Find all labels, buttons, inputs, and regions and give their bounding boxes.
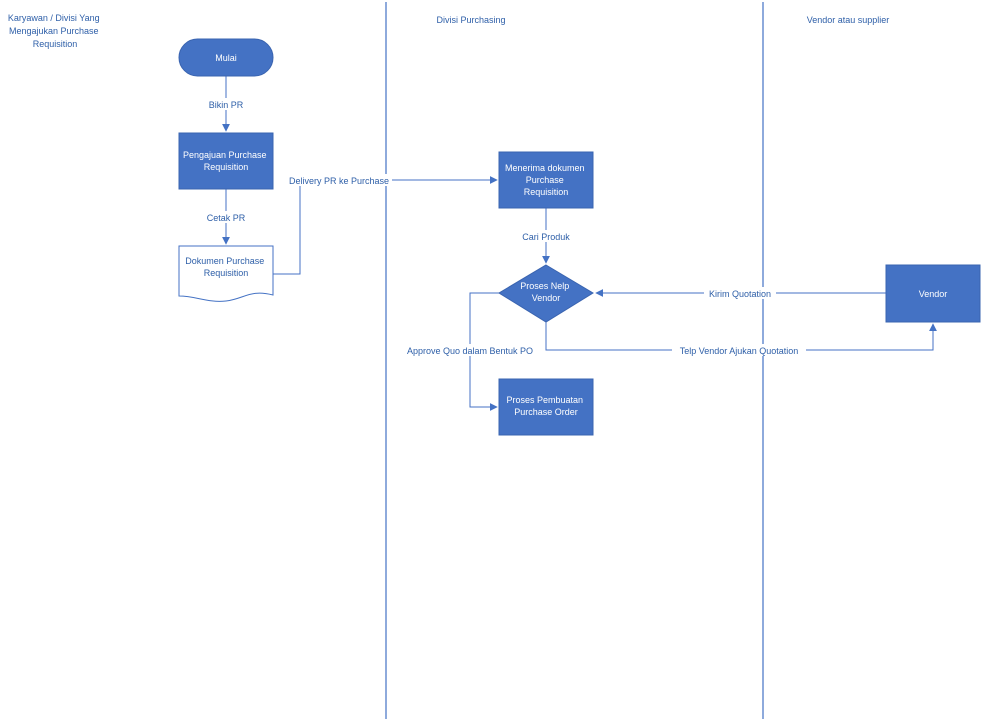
document-label: Dokumen Purchase Requisition (185, 256, 267, 278)
vendor-label: Vendor (919, 289, 948, 299)
decision-label: Proses Nelp Vendor (520, 281, 572, 303)
process-menerima-dokumen[interactable] (498, 151, 594, 209)
process-po-label: Proses Pembuatan Purchase Order (506, 395, 585, 417)
edge-label-kirim-quotation: Kirim Quotation (709, 289, 771, 299)
process-pengajuan-label: Pengajuan Purchase Requisition (183, 150, 269, 172)
label-bg-cetak (203, 211, 249, 223)
document-purchase-requisition[interactable] (178, 245, 274, 302)
label-bg-bikin (203, 98, 249, 110)
lane-title-vendor: Vendor atau supplier (807, 15, 890, 25)
decision-proses-nelp-vendor[interactable] (498, 264, 594, 323)
label-bg-approve (402, 344, 538, 356)
edge-label-cari-produk: Cari Produk (522, 232, 570, 242)
label-bg-kirim (704, 287, 776, 299)
process-vendor[interactable] (885, 264, 981, 323)
lane-title-purchasing: Divisi Purchasing (436, 15, 505, 25)
start-terminator[interactable] (178, 38, 274, 77)
edge-label-bikin-pr: Bikin PR (209, 100, 244, 110)
edge-label-cetak-pr: Cetak PR (207, 213, 246, 223)
edge-label-approve: Approve Quo dalam Bentuk PO (407, 346, 533, 356)
label-bg-telp (672, 344, 806, 356)
label-bg-cari (518, 230, 574, 242)
process-pengajuan-pr[interactable] (178, 132, 274, 190)
edge-label-telp-vendor: Telp Vendor Ajukan Quotation (680, 346, 799, 356)
edge-label-delivery: Delivery PR ke Purchase (289, 176, 389, 186)
start-label: Mulai (215, 53, 237, 63)
lane-title-karyawan: Karyawan / Divisi Yang Mengajukan Purcha… (8, 13, 102, 49)
edge-delivery-pr (273, 176, 498, 275)
process-pembuatan-po[interactable] (498, 378, 594, 436)
process-menerima-label: Menerima dokumen Purchase Requisition (505, 163, 587, 197)
label-bg-delivery (286, 174, 392, 186)
